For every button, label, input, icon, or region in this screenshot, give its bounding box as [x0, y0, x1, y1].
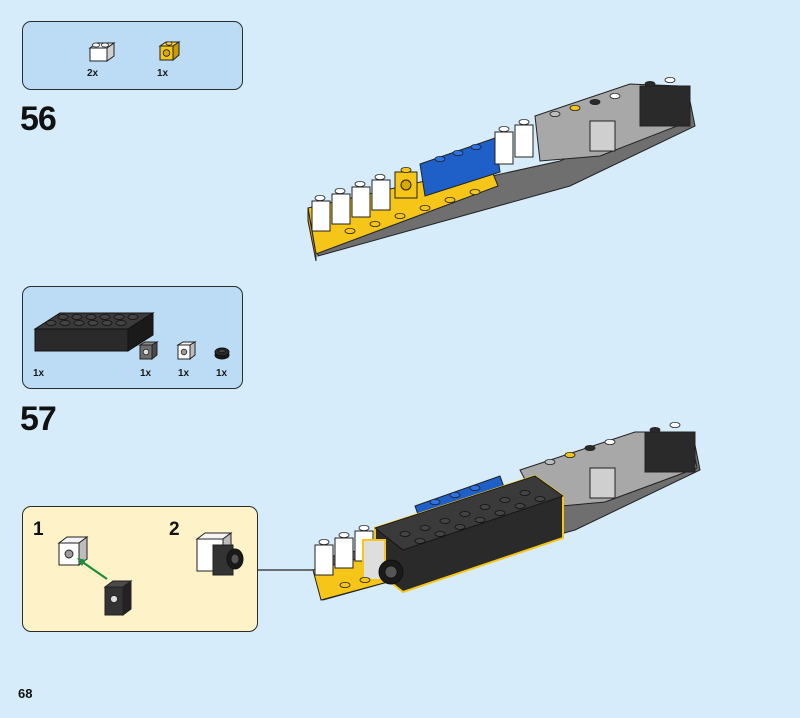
substep-number-1: 1	[33, 519, 44, 540]
part-qty: 1x	[216, 368, 228, 379]
parts-box-step-57: 1x 1x 1x 1x	[22, 286, 243, 389]
substep-2-assembly	[195, 532, 244, 576]
part-qty: 1x	[33, 368, 45, 379]
dark-gray-brick-icon	[138, 341, 159, 361]
white-brick-icon	[88, 42, 116, 62]
black-long-brick-icon	[33, 312, 155, 352]
substep-number-2: 2	[169, 519, 180, 540]
part-qty: 1x	[140, 368, 152, 379]
part-qty: 1x	[157, 68, 169, 79]
black-round-plate-icon	[214, 347, 230, 360]
step-number-57: 57	[20, 400, 57, 438]
yellow-brick-icon	[158, 41, 181, 62]
parts-box-step-56: 2x 1x	[22, 21, 243, 90]
step-57-assembly-model	[312, 421, 701, 601]
step-56-assembly-model	[307, 76, 696, 262]
white-gray-brick-icon	[176, 341, 197, 361]
page-number: 68	[18, 686, 33, 701]
substep-1-assembly	[57, 536, 133, 616]
part-qty: 1x	[178, 368, 190, 379]
step-number-56: 56	[20, 100, 57, 138]
substep-callout: 1 2	[22, 506, 258, 632]
part-qty: 2x	[87, 68, 99, 79]
